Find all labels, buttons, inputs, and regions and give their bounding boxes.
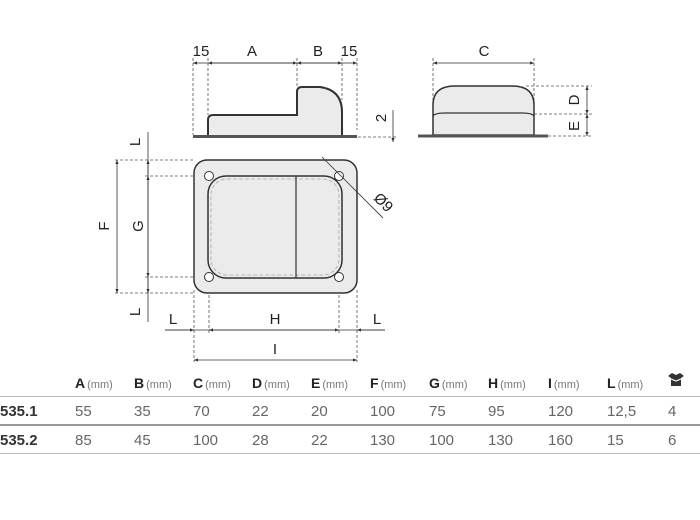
table-row: 535.2 85 45 100 28 22 130 100 130 160 15… bbox=[0, 426, 700, 453]
header-c: C(mm) bbox=[193, 375, 231, 391]
cell-c: 100 bbox=[193, 432, 219, 449]
cell-b: 45 bbox=[134, 432, 151, 449]
cell-a: 85 bbox=[75, 432, 92, 449]
header-d: D(mm) bbox=[252, 375, 290, 391]
top-view bbox=[115, 132, 385, 362]
dim-b: B bbox=[313, 43, 323, 60]
technical-drawing: 15 A B 15 2 C D E bbox=[96, 43, 592, 362]
dim-c: C bbox=[479, 43, 490, 60]
front-view bbox=[418, 58, 592, 138]
dimensions-table: A(mm) B(mm) C(mm) D(mm) E(mm) F(mm) G(mm… bbox=[0, 368, 700, 454]
row-code: 535.1 bbox=[0, 403, 38, 420]
header-g: G(mm) bbox=[429, 375, 468, 391]
cell-i: 120 bbox=[548, 403, 574, 420]
dim-d: D bbox=[566, 94, 583, 105]
row-code: 535.2 bbox=[0, 432, 38, 449]
table-header: A(mm) B(mm) C(mm) D(mm) E(mm) F(mm) G(mm… bbox=[0, 368, 700, 396]
cell-d: 22 bbox=[252, 403, 269, 420]
table-row: 535.1 55 35 70 22 20 100 75 95 120 12,5 … bbox=[0, 397, 700, 424]
cell-b: 35 bbox=[134, 403, 151, 420]
header-l: L(mm) bbox=[607, 375, 644, 391]
dim-a: A bbox=[247, 43, 257, 60]
cell-a: 55 bbox=[75, 403, 92, 420]
side-view bbox=[192, 58, 397, 142]
cell-package: 4 bbox=[668, 403, 677, 420]
header-a: A(mm) bbox=[75, 375, 113, 391]
divider bbox=[0, 424, 700, 426]
cell-g: 75 bbox=[429, 403, 446, 420]
dim-e: E bbox=[566, 121, 583, 131]
cell-f: 100 bbox=[370, 403, 396, 420]
cell-l: 12,5 bbox=[607, 403, 637, 420]
dim-l-bottom: L bbox=[127, 308, 144, 316]
dim-thickness: 2 bbox=[373, 114, 390, 122]
dim-g: G bbox=[130, 220, 147, 232]
cell-h: 130 bbox=[488, 432, 514, 449]
dim-f: F bbox=[96, 221, 113, 230]
cell-package: 6 bbox=[668, 432, 677, 449]
cell-g: 100 bbox=[429, 432, 455, 449]
dim-15-right: 15 bbox=[341, 43, 358, 60]
cell-c: 70 bbox=[193, 403, 210, 420]
header-f: F(mm) bbox=[370, 375, 407, 391]
dim-l-top: L bbox=[127, 138, 144, 146]
dim-hole: Ø9 bbox=[370, 190, 396, 216]
header-e: E(mm) bbox=[311, 375, 348, 391]
cell-e: 22 bbox=[311, 432, 328, 449]
cell-h: 95 bbox=[488, 403, 505, 420]
header-b: B(mm) bbox=[134, 375, 172, 391]
cell-d: 28 bbox=[252, 432, 269, 449]
dim-i: I bbox=[273, 341, 277, 358]
cell-f: 130 bbox=[370, 432, 396, 449]
cell-e: 20 bbox=[311, 403, 328, 420]
divider bbox=[0, 453, 700, 454]
dim-l-left: L bbox=[169, 311, 177, 328]
divider bbox=[0, 396, 700, 397]
header-h: H(mm) bbox=[488, 375, 526, 391]
header-i: I(mm) bbox=[548, 375, 580, 391]
box-icon bbox=[667, 372, 685, 391]
cell-i: 160 bbox=[548, 432, 574, 449]
dim-h: H bbox=[270, 311, 281, 328]
dim-15-left: 15 bbox=[193, 43, 210, 60]
cell-l: 15 bbox=[607, 432, 624, 449]
dim-l-right: L bbox=[373, 311, 381, 328]
